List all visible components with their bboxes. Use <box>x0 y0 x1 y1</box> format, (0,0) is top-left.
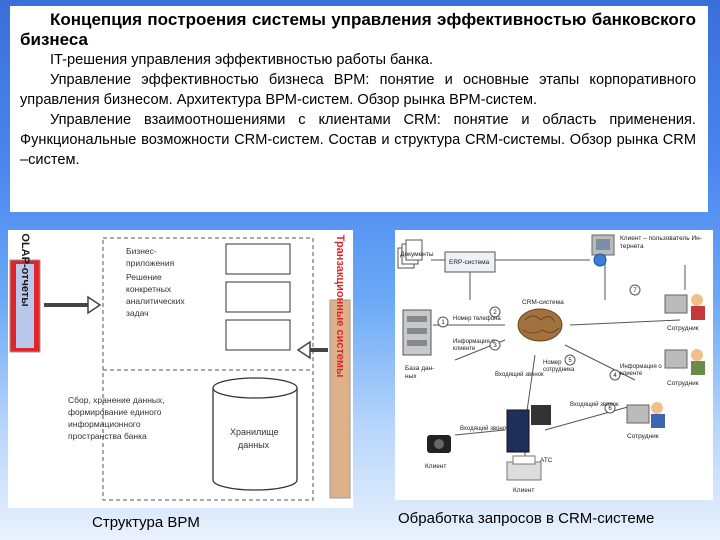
olap-inner <box>16 264 34 348</box>
crm-label: CRM-система <box>522 299 564 306</box>
apps-line: Бизнес- <box>126 246 157 256</box>
storage-text: Сбор, хранение данных, формирование един… <box>68 395 165 441</box>
warehouse-label: данных <box>238 440 270 450</box>
apps-line: задач <box>126 308 149 318</box>
warehouse-cylinder <box>212 377 298 491</box>
step-number: 3 <box>493 343 497 349</box>
trans-arrowhead <box>296 340 311 360</box>
storage-line: пространства банка <box>68 431 147 441</box>
step-marker <box>629 284 641 296</box>
employee-number-label: Номер <box>543 360 562 366</box>
app-box-3 <box>225 319 291 351</box>
storage-line: формирование единого <box>68 407 162 417</box>
incoming-call-label: Входящий звонок <box>460 425 509 432</box>
incoming-call-label: Входящий звонок <box>570 401 619 408</box>
app-box-2 <box>225 281 291 313</box>
warehouse-label: Хранилище <box>230 427 279 437</box>
bpm-structure-figure: OLAP-отчеты Бизнес- приложения Решение к… <box>8 230 353 508</box>
step-marker <box>489 306 501 318</box>
documents-label: Документы <box>400 251 434 258</box>
crm-diagram: Клиент – пользователь Ин- тернета Докуме… <box>397 234 705 494</box>
step-marker <box>564 354 576 366</box>
documents-icon <box>397 239 423 269</box>
apps-line: приложения <box>126 258 175 268</box>
info-client-label: Информация о <box>453 339 495 345</box>
step-number: 6 <box>608 406 612 412</box>
bpm-caption: Структура BPM <box>92 514 200 531</box>
crm-caption: Обработка запросов в CRM-системе <box>398 510 655 527</box>
app-box-1 <box>225 243 291 275</box>
step-marker <box>437 316 449 328</box>
bpm-diagram: OLAP-отчеты Бизнес- приложения Решение к… <box>9 233 351 501</box>
client-user-label: Клиент – пользователь Ин- <box>620 235 702 242</box>
storage-line: Сбор, хранение данных, <box>68 395 165 405</box>
apps-line: Решение <box>126 272 162 282</box>
step-marker <box>489 339 501 351</box>
info-message-label: Информация о <box>620 364 662 370</box>
olap-arrowhead <box>87 295 102 315</box>
employee-number-label: сотрудника <box>543 367 575 373</box>
ats-label: АТС <box>540 457 553 464</box>
info-client-label: клиенте <box>453 346 476 352</box>
text-block: Концепция построения системы управления … <box>10 6 708 212</box>
client-user-label: тернета <box>620 243 644 250</box>
info-message-label: клиенте <box>620 371 643 377</box>
step-number: 5 <box>568 358 572 364</box>
erp-label: ERP-система <box>449 259 490 266</box>
client-label: Клиент <box>425 463 446 470</box>
employee-icon <box>626 402 665 428</box>
erp-box <box>444 251 496 273</box>
bpm-outer-box <box>102 237 314 501</box>
step-number: 1 <box>441 320 445 326</box>
olap-label: OLAP-отчеты <box>19 233 31 306</box>
phone-icon <box>427 435 451 453</box>
phone-number-label: Номер телефона <box>453 316 501 322</box>
monitor-icon <box>591 234 615 267</box>
step-marker <box>604 402 616 414</box>
employee-label: Сотрудник <box>667 325 699 332</box>
paragraph-it: IT-решения управления эффективностью раб… <box>50 52 434 68</box>
employee-label: Сотрудник <box>667 380 699 387</box>
employee-icon <box>664 294 705 320</box>
transaction-box <box>329 299 351 499</box>
database-label: База дан- <box>405 365 434 372</box>
storage-line: информационного <box>68 419 141 429</box>
step-number: 2 <box>493 310 497 316</box>
paragraph-bpm: Управление эффективностью бизнеса BPM: п… <box>20 72 696 108</box>
employee-label: Сотрудник <box>627 433 659 440</box>
employee-icon <box>664 349 705 375</box>
client-label: Клиент <box>513 487 534 494</box>
slide-title: Концепция построения системы управления … <box>20 10 696 49</box>
transaction-label: Транзакционные системы <box>334 235 346 378</box>
apps-text: Бизнес- приложения Решение конкретных ан… <box>126 246 185 318</box>
step-number: 7 <box>633 288 637 294</box>
server-icon <box>402 309 432 356</box>
crm-processing-figure: Клиент – пользователь Ин- тернета Докуме… <box>395 230 713 500</box>
apps-line: аналитических <box>126 296 185 306</box>
crm-brain-icon <box>517 308 563 342</box>
incoming-call-label: Входящий звонок <box>495 371 544 378</box>
step-marker <box>609 369 621 381</box>
ats-icon <box>506 405 551 453</box>
step-number: 4 <box>613 373 617 379</box>
apps-line: конкретных <box>126 284 172 294</box>
fax-icon <box>506 455 542 481</box>
paragraph-crm: Управление взаимоотношениями с клиентами… <box>20 112 696 168</box>
database-label: ных <box>405 373 417 380</box>
